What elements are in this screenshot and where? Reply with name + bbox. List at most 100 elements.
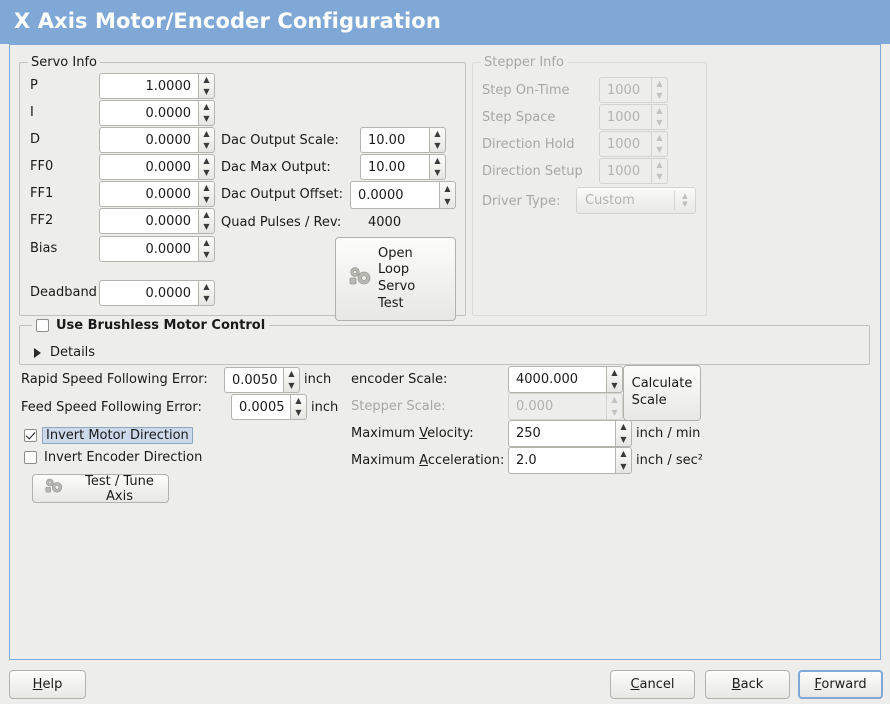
servo-spin-d-buttons[interactable]: ▲ ▼ <box>198 127 215 153</box>
max-acceleration-buttons[interactable]: ▲ ▼ <box>615 447 632 474</box>
dac-output-offset-buttons[interactable]: ▲ ▼ <box>439 181 456 209</box>
spin-down-icon[interactable]: ▼ <box>444 196 451 206</box>
use-brushless-motor-control-checkbox[interactable]: Use Brushless Motor Control <box>32 318 270 333</box>
servo-spin-bias-value[interactable]: 0.0000 <box>99 236 198 262</box>
calculate-scale-button[interactable]: Calculate Scale <box>623 365 701 421</box>
spin-up-icon[interactable]: ▲ <box>203 156 210 165</box>
open-loop-servo-test-button[interactable]: Open Loop Servo Test <box>335 237 456 321</box>
spin-down-icon[interactable]: ▼ <box>620 434 627 444</box>
servo-spin-ff0-value[interactable]: 0.0000 <box>99 154 198 180</box>
spin-down-icon[interactable]: ▼ <box>203 87 210 96</box>
max-acceleration-value[interactable]: 2.0 <box>508 447 615 474</box>
encoder-scale-value[interactable]: 4000.000 <box>508 366 606 393</box>
servo-spin-ff1-value[interactable]: 0.0000 <box>99 181 198 207</box>
spin-down-icon[interactable]: ▼ <box>203 250 210 259</box>
spin-down-icon[interactable]: ▼ <box>620 461 627 471</box>
spin-down-icon[interactable]: ▼ <box>203 114 210 123</box>
spin-down-icon[interactable]: ▼ <box>434 168 441 177</box>
spin-down-icon[interactable]: ▼ <box>203 195 210 204</box>
spin-down-icon[interactable]: ▼ <box>203 222 210 231</box>
rapid-following-error-label: Rapid Speed Following Error: <box>21 372 208 387</box>
dac-output-scale-buttons[interactable]: ▲ ▼ <box>429 127 446 153</box>
spin-up-icon[interactable]: ▲ <box>434 156 441 165</box>
spin-up-icon[interactable]: ▲ <box>203 102 210 111</box>
forward-button[interactable]: Forward <box>798 670 883 699</box>
rapid-following-error-spin[interactable]: 0.0050 ▲ ▼ <box>224 367 300 393</box>
dac-output-offset-spin[interactable]: 0.0000 ▲ ▼ <box>350 181 456 209</box>
dac-max-output-value[interactable]: 10.00 <box>360 154 429 180</box>
spin-down-icon[interactable]: ▼ <box>295 408 302 417</box>
servo-spin-d[interactable]: 0.0000 ▲ ▼ <box>99 127 215 153</box>
feed-following-error-spin[interactable]: 0.0005 ▲ ▼ <box>231 394 307 420</box>
encoder-scale-buttons[interactable]: ▲ ▼ <box>606 366 623 393</box>
servo-spin-deadband-value[interactable]: 0.0000 <box>99 280 198 306</box>
spin-up-icon[interactable]: ▲ <box>203 129 210 138</box>
rapid-following-error-value[interactable]: 0.0050 <box>224 367 283 393</box>
max-acceleration-spin[interactable]: 2.0 ▲ ▼ <box>508 447 632 474</box>
chevron-right-icon[interactable] <box>34 347 41 358</box>
servo-spin-i-buttons[interactable]: ▲ ▼ <box>198 100 215 126</box>
dac-output-scale-spin[interactable]: 10.00 ▲ ▼ <box>360 127 446 153</box>
spin-down-icon[interactable]: ▼ <box>434 141 441 150</box>
invert-motor-direction-checkbox[interactable]: Invert Motor Direction <box>24 427 193 444</box>
servo-spin-ff0-buttons[interactable]: ▲ ▼ <box>198 154 215 180</box>
servo-spin-p-value[interactable]: 1.0000 <box>99 73 198 99</box>
cancel-button[interactable]: Cancel <box>610 670 695 699</box>
spin-down-icon[interactable]: ▼ <box>611 380 618 390</box>
servo-spin-i-value[interactable]: 0.0000 <box>99 100 198 126</box>
feed-following-error-value[interactable]: 0.0005 <box>231 394 290 420</box>
invert-encoder-direction-checkbox[interactable]: Invert Encoder Direction <box>24 450 202 465</box>
dac-max-output-spin[interactable]: 10.00 ▲ ▼ <box>360 154 446 180</box>
max-velocity-value[interactable]: 250 <box>508 420 615 447</box>
direction-hold-spin: 1000 ▲ ▼ <box>599 131 668 157</box>
dac-output-offset-value[interactable]: 0.0000 <box>350 181 439 209</box>
servo-spin-bias-buttons[interactable]: ▲ ▼ <box>198 236 215 262</box>
spin-up-icon[interactable]: ▲ <box>203 238 210 247</box>
servo-spin-ff2[interactable]: 0.0000 ▲ ▼ <box>99 208 215 234</box>
spin-up-icon[interactable]: ▲ <box>444 183 451 193</box>
max-velocity-spin[interactable]: 250 ▲ ▼ <box>508 420 632 447</box>
stepper-scale-spin: 0.000 ▲ ▼ <box>508 393 623 420</box>
servo-spin-ff1[interactable]: 0.0000 ▲ ▼ <box>99 181 215 207</box>
servo-spin-deadband-buttons[interactable]: ▲ ▼ <box>198 280 215 306</box>
spin-up-icon[interactable]: ▲ <box>203 210 210 219</box>
servo-label-d: D <box>30 132 41 147</box>
servo-spin-ff2-buttons[interactable]: ▲ ▼ <box>198 208 215 234</box>
spin-up-icon[interactable]: ▲ <box>434 129 441 138</box>
checkbox-box[interactable] <box>24 429 37 442</box>
servo-spin-d-value[interactable]: 0.0000 <box>99 127 198 153</box>
spin-down-icon[interactable]: ▼ <box>203 168 210 177</box>
servo-spin-ff0[interactable]: 0.0000 ▲ ▼ <box>99 154 215 180</box>
spin-up-icon[interactable]: ▲ <box>620 422 627 432</box>
details-expander[interactable]: Details <box>34 345 95 360</box>
servo-spin-ff1-buttons[interactable]: ▲ ▼ <box>198 181 215 207</box>
test-tune-axis-label: Test / Tune Axis <box>85 473 154 504</box>
back-button[interactable]: Back <box>705 670 790 699</box>
test-tune-axis-button[interactable]: Test / Tune Axis <box>32 473 169 504</box>
checkbox-box[interactable] <box>24 451 37 464</box>
servo-spin-i[interactable]: 0.0000 ▲ ▼ <box>99 100 215 126</box>
help-button[interactable]: Help <box>9 670 86 699</box>
feed-following-error-buttons[interactable]: ▲ ▼ <box>290 394 307 420</box>
dac-output-scale-value[interactable]: 10.00 <box>360 127 429 153</box>
spin-up-icon[interactable]: ▲ <box>611 368 618 378</box>
max-velocity-buttons[interactable]: ▲ ▼ <box>615 420 632 447</box>
spin-up-icon[interactable]: ▲ <box>620 449 627 459</box>
servo-spin-ff2-value[interactable]: 0.0000 <box>99 208 198 234</box>
spin-up-icon[interactable]: ▲ <box>203 183 210 192</box>
spin-up-icon[interactable]: ▲ <box>288 369 295 378</box>
spin-down-icon[interactable]: ▼ <box>203 294 210 303</box>
rapid-following-error-buttons[interactable]: ▲ ▼ <box>283 367 300 393</box>
servo-spin-p-buttons[interactable]: ▲ ▼ <box>198 73 215 99</box>
checkbox-box[interactable] <box>36 319 49 332</box>
encoder-scale-spin[interactable]: 4000.000 ▲ ▼ <box>508 366 623 393</box>
servo-spin-bias[interactable]: 0.0000 ▲ ▼ <box>99 236 215 262</box>
servo-spin-p[interactable]: 1.0000 ▲ ▼ <box>99 73 215 99</box>
spin-up-icon[interactable]: ▲ <box>203 75 210 84</box>
servo-spin-deadband[interactable]: 0.0000 ▲ ▼ <box>99 280 215 306</box>
spin-up-icon[interactable]: ▲ <box>295 396 302 405</box>
spin-down-icon[interactable]: ▼ <box>288 381 295 390</box>
spin-down-icon[interactable]: ▼ <box>203 141 210 150</box>
dac-max-output-buttons[interactable]: ▲ ▼ <box>429 154 446 180</box>
spin-up-icon[interactable]: ▲ <box>203 282 210 291</box>
